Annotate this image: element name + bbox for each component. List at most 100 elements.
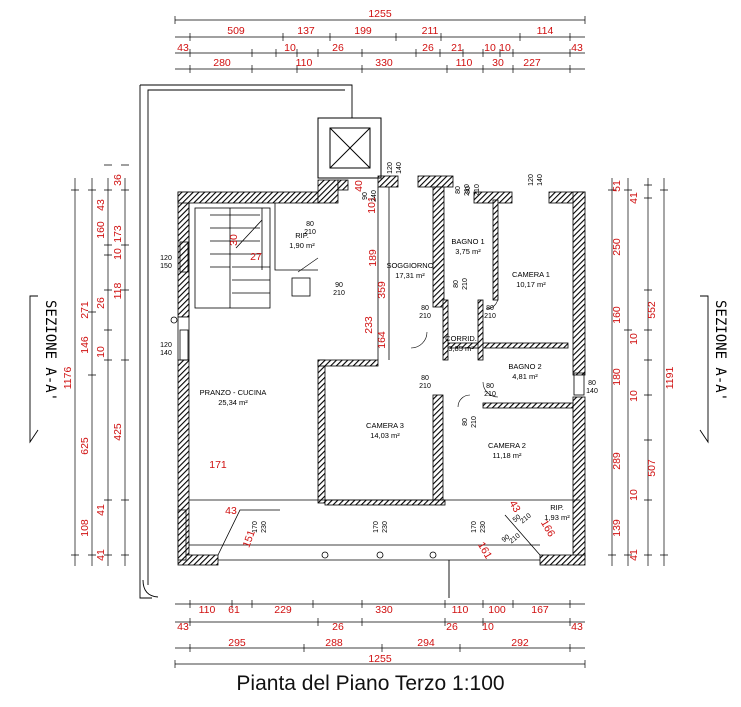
opening-height: 210 bbox=[333, 290, 345, 297]
thin-partitions bbox=[188, 187, 580, 561]
opening-width: 120 bbox=[387, 162, 394, 174]
interior-dim: 43 bbox=[506, 498, 522, 514]
dim-right-total: 1191 bbox=[664, 367, 676, 390]
opening-width: 90 bbox=[335, 282, 343, 289]
dim-bottom-row1: 110 bbox=[452, 604, 469, 616]
opening-width: 90 bbox=[501, 534, 512, 544]
opening-width: 80 bbox=[486, 383, 494, 390]
opening-height: 140 bbox=[537, 174, 544, 186]
dim-right-inner: 180 bbox=[611, 368, 623, 386]
interior-dim: 233 bbox=[363, 316, 375, 334]
dim-top-row3: 330 bbox=[375, 57, 393, 69]
room-name: BAGNO 1 bbox=[451, 237, 484, 246]
room-name: RIP. bbox=[295, 231, 309, 240]
dim-left-mid: 108 bbox=[79, 519, 91, 537]
room-area: 3,75 m² bbox=[455, 247, 481, 256]
dim-left-inner: 26 bbox=[95, 297, 107, 309]
room-name: SOGGIORNO bbox=[386, 261, 433, 270]
room-area: 3,85 m² bbox=[448, 344, 474, 353]
dim-left-inner: 10 bbox=[95, 346, 107, 358]
dim-right-inner: 10 bbox=[628, 390, 640, 402]
windows bbox=[170, 241, 585, 559]
dim-top-row1: 114 bbox=[537, 25, 554, 37]
dim-left-inner: 41 bbox=[95, 504, 107, 516]
dim-left-mid: 271 bbox=[79, 301, 91, 319]
dim-top-row1: 211 bbox=[422, 25, 439, 37]
dim-left-inner: 36 bbox=[112, 174, 124, 186]
dim-bottom-row3: 292 bbox=[511, 637, 529, 649]
opening-height: 140 bbox=[396, 162, 403, 174]
dim-right-inner: 160 bbox=[611, 306, 623, 324]
dim-top-row1: 199 bbox=[354, 25, 372, 37]
dim-top-row3: 110 bbox=[456, 57, 473, 69]
dim-left-inner: 160 bbox=[95, 221, 107, 239]
opening-width: 80 bbox=[486, 305, 494, 312]
opening-width: 80 bbox=[453, 280, 460, 288]
dim-bottom-row2: 43 bbox=[177, 621, 189, 633]
opening-height: 230 bbox=[480, 521, 487, 533]
opening-height: 140 bbox=[586, 388, 598, 395]
dim-bottom-row3: 294 bbox=[417, 637, 435, 649]
dim-left-inner: 118 bbox=[112, 282, 124, 299]
room-name: RIP. bbox=[550, 503, 564, 512]
dim-right-mid: 552 bbox=[646, 301, 658, 319]
dim-top-row2: 26 bbox=[422, 42, 434, 54]
dim-right-inner: 41 bbox=[628, 192, 640, 204]
dim-right-inner: 51 bbox=[611, 180, 623, 192]
interior-dim: 189 bbox=[367, 249, 379, 267]
opening-width: 170 bbox=[471, 521, 478, 533]
dim-right-inner: 289 bbox=[611, 452, 623, 470]
section-label-left: SEZIONE A-A' bbox=[42, 300, 58, 401]
interior-dim: 171 bbox=[209, 459, 227, 471]
dim-bottom-total: 1255 bbox=[368, 653, 392, 665]
opening-width: 80 bbox=[588, 380, 596, 387]
room-area: 17,31 m² bbox=[395, 271, 425, 280]
dim-top-row2: 21 bbox=[451, 42, 463, 54]
dim-bottom-row2: 26 bbox=[332, 621, 344, 633]
opening-width: 120 bbox=[160, 342, 172, 349]
interior-dim: 359 bbox=[376, 281, 388, 299]
room-name: CAMERA 3 bbox=[366, 421, 404, 430]
opening-height: 140 bbox=[160, 350, 172, 357]
room-name: CAMERA 1 bbox=[512, 270, 550, 279]
opening-width: 80 bbox=[306, 221, 314, 228]
opening-height: 210 bbox=[471, 416, 478, 428]
dim-top-row3: 30 bbox=[492, 57, 504, 69]
elevator-shaft bbox=[317, 117, 382, 179]
dim-top-total: 1255 bbox=[368, 8, 392, 20]
opening-width: 80 bbox=[462, 418, 469, 426]
room-area: 14,03 m² bbox=[370, 431, 400, 440]
dim-bottom-row1: 110 bbox=[199, 604, 216, 616]
room-area: 4,81 m² bbox=[512, 372, 538, 381]
dim-left-mid: 146 bbox=[79, 336, 91, 354]
interior-dim: 151 bbox=[241, 529, 258, 550]
opening-height: 210 bbox=[419, 383, 431, 390]
opening-height: 210 bbox=[519, 512, 533, 525]
dimension-lines bbox=[71, 16, 668, 668]
dim-bottom-row1: 330 bbox=[375, 604, 393, 616]
opening-width: 80 bbox=[421, 305, 429, 312]
dim-right-inner: 10 bbox=[628, 333, 640, 345]
room-area: 10,17 m² bbox=[516, 280, 546, 289]
opening-height: 210 bbox=[508, 532, 522, 545]
opening-width: 50 bbox=[512, 514, 523, 524]
dim-top-row2: 10 bbox=[484, 42, 496, 54]
dim-top-row2: 26 bbox=[332, 42, 344, 54]
opening-height: 210 bbox=[484, 391, 496, 398]
dim-left-inner: 43 bbox=[95, 199, 107, 211]
dim-bottom-row3: 295 bbox=[228, 637, 246, 649]
room-name: CORRID. bbox=[445, 334, 477, 343]
dim-bottom-row2: 26 bbox=[446, 621, 458, 633]
door-swings bbox=[297, 257, 499, 408]
drawing-title: Pianta del Piano Terzo 1:100 bbox=[236, 672, 505, 695]
dim-left-inner: 173 bbox=[112, 225, 124, 243]
opening-width: 120 bbox=[160, 255, 172, 262]
dim-right-inner: 41 bbox=[628, 549, 640, 561]
dim-right-mid: 507 bbox=[646, 459, 658, 477]
opening-width: 80 bbox=[421, 375, 429, 382]
room-area: 1,93 m² bbox=[544, 513, 570, 522]
